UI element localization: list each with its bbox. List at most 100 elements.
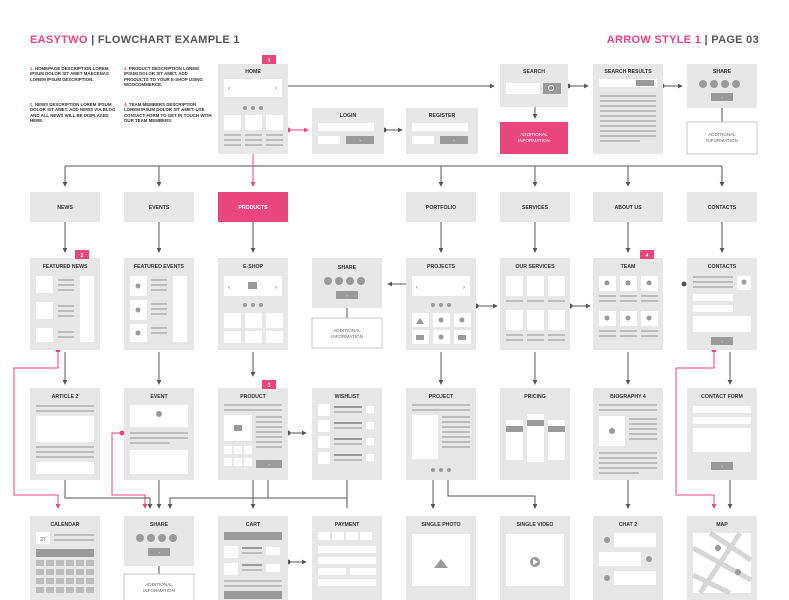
project-title: PROJECT bbox=[429, 394, 454, 400]
chevron-right-icon[interactable]: › bbox=[275, 86, 277, 92]
wishlist-title: WISHLIST bbox=[335, 394, 361, 400]
arrow-right-icon[interactable]: › bbox=[453, 138, 455, 143]
eshop-card[interactable]: E-SHOP ‹ › bbox=[218, 258, 288, 350]
nav-contacts[interactable]: CONTACTS bbox=[687, 192, 757, 222]
payment-card[interactable]: PAYMENT bbox=[312, 516, 382, 600]
pricing-card[interactable]: PRICING bbox=[500, 388, 570, 480]
chevron-right-icon[interactable]: › bbox=[275, 285, 277, 291]
wishlist-card[interactable]: WISHLIST bbox=[312, 388, 382, 480]
arrow-right-icon[interactable]: › bbox=[359, 138, 361, 143]
eshop-title: E-SHOP bbox=[243, 264, 263, 270]
projects-card[interactable]: PROJECTS ‹ › bbox=[406, 258, 476, 350]
article-card[interactable]: ARTICLE 2 bbox=[30, 388, 100, 480]
arrow-right-icon[interactable]: › bbox=[158, 550, 160, 555]
login-card[interactable]: LOGIN › bbox=[312, 108, 384, 154]
arrow-right-icon[interactable]: › bbox=[721, 339, 723, 344]
basket-icon bbox=[248, 282, 257, 289]
user-icon bbox=[625, 315, 631, 321]
user-icon bbox=[646, 280, 652, 286]
single-photo-title: SINGLE PHOTO bbox=[421, 522, 460, 528]
register-card[interactable]: REGISTER › bbox=[406, 108, 478, 154]
share-card-bottom[interactable]: SHARE › bbox=[124, 516, 194, 566]
google-plus-icon[interactable] bbox=[721, 80, 729, 88]
facebook-icon[interactable] bbox=[324, 277, 332, 285]
biography-card[interactable]: BIOGRAPHY 4 bbox=[593, 388, 663, 480]
share-additional-info: ADDITIONAL INFORMATION bbox=[686, 121, 758, 155]
linkedin-icon[interactable] bbox=[732, 80, 740, 88]
mountain-icon bbox=[416, 318, 424, 324]
chevron-left-icon[interactable]: ‹ bbox=[416, 285, 418, 291]
chevron-left-icon[interactable]: ‹ bbox=[228, 285, 230, 291]
nav-about-us[interactable]: ABOUT US bbox=[593, 192, 663, 222]
user-icon bbox=[604, 280, 610, 286]
project-card[interactable]: PROJECT bbox=[406, 388, 476, 480]
search-icon[interactable] bbox=[548, 85, 554, 91]
badge-1: 1 bbox=[262, 55, 276, 64]
arrow-right-icon[interactable]: › bbox=[721, 95, 723, 100]
search-card[interactable]: SEARCH bbox=[500, 64, 568, 107]
share-card-mid[interactable]: SHARE › bbox=[312, 258, 382, 308]
share-bottom-info-line1: ADDITIONAL bbox=[145, 582, 173, 587]
single-video-card[interactable]: SINGLE VIDEO bbox=[500, 516, 570, 600]
linkedin-icon[interactable] bbox=[357, 277, 365, 285]
featured-events-card[interactable]: FEATURED EVENTS bbox=[124, 258, 194, 350]
arrow-right-icon[interactable]: › bbox=[268, 462, 270, 467]
register-title: REGISTER bbox=[429, 113, 456, 119]
pin-icon bbox=[715, 545, 721, 551]
twitter-icon[interactable] bbox=[147, 534, 155, 542]
home-card[interactable]: HOME ‹ › bbox=[218, 64, 288, 154]
svg-text:EVENTS: EVENTS bbox=[149, 205, 170, 211]
map-title: MAP bbox=[716, 522, 728, 528]
page-separator: | bbox=[704, 34, 708, 46]
featured-news-card[interactable]: FEATURED NEWS bbox=[30, 258, 100, 350]
badge-2: 2 bbox=[75, 250, 89, 259]
our-services-card[interactable]: OUR SERVICES bbox=[500, 258, 570, 350]
page-number-label: PAGE 03 bbox=[711, 34, 759, 46]
calendar-card[interactable]: CALENDAR 27 bbox=[30, 516, 100, 600]
single-photo-card[interactable]: SINGLE PHOTO bbox=[406, 516, 476, 600]
calendar-day: 27 bbox=[40, 537, 46, 543]
product-card[interactable]: PRODUCT › bbox=[218, 388, 288, 480]
chevron-right-icon[interactable]: › bbox=[463, 285, 465, 291]
biography-title: BIOGRAPHY 4 bbox=[610, 394, 646, 400]
event-card[interactable]: EVENT bbox=[124, 388, 194, 480]
projects-title: PROJECTS bbox=[427, 264, 456, 270]
arrow-right-icon[interactable]: › bbox=[346, 293, 348, 298]
nav-events[interactable]: EVENTS bbox=[124, 192, 194, 222]
contact-form-title: CONTACT FORM bbox=[701, 394, 743, 400]
arrow-right-icon[interactable]: › bbox=[721, 464, 723, 469]
nav-portfolio[interactable]: PORTFOLIO bbox=[406, 192, 476, 222]
search-results-card[interactable]: SEARCH RESULTS bbox=[593, 64, 663, 154]
facebook-icon[interactable] bbox=[699, 80, 707, 88]
contacts-card[interactable]: CONTACTS › bbox=[687, 258, 757, 350]
twitter-icon[interactable] bbox=[710, 80, 718, 88]
team-card[interactable]: TEAM bbox=[593, 258, 663, 350]
twitter-icon[interactable] bbox=[335, 277, 343, 285]
brand-name: EASYTWO bbox=[30, 34, 88, 46]
share-card-top[interactable]: SHARE › bbox=[687, 64, 757, 108]
svg-text:PRODUCTS: PRODUCTS bbox=[238, 205, 268, 211]
share-bottom-additional-info: ADDITIONAL INFORMATION bbox=[123, 573, 195, 600]
cart-card[interactable]: CART bbox=[218, 516, 288, 600]
share-info-line2: INFORMATION bbox=[706, 138, 738, 143]
pin-icon bbox=[156, 411, 162, 417]
contact-form-card[interactable]: CONTACT FORM › bbox=[687, 388, 757, 480]
pin-icon bbox=[741, 279, 747, 285]
svg-text:1: 1 bbox=[268, 58, 271, 64]
svg-text:2: 2 bbox=[81, 253, 84, 259]
nav-services[interactable]: SERVICES bbox=[500, 192, 570, 222]
google-plus-icon[interactable] bbox=[346, 277, 354, 285]
google-plus-icon[interactable] bbox=[158, 534, 166, 542]
chevron-left-icon[interactable]: ‹ bbox=[228, 86, 230, 92]
svg-text:CONTACTS: CONTACTS bbox=[708, 205, 737, 211]
pin-icon bbox=[459, 317, 465, 323]
mountain-icon bbox=[434, 559, 448, 568]
chat-card[interactable]: CHAT 2 bbox=[593, 516, 663, 600]
nav-news[interactable]: NEWS bbox=[30, 192, 100, 222]
facebook-icon[interactable] bbox=[136, 534, 144, 542]
nav-products[interactable]: PRODUCTS bbox=[218, 192, 288, 222]
our-services-title: OUR SERVICES bbox=[515, 264, 555, 270]
map-card[interactable]: MAP bbox=[687, 516, 757, 600]
linkedin-icon[interactable] bbox=[169, 534, 177, 542]
